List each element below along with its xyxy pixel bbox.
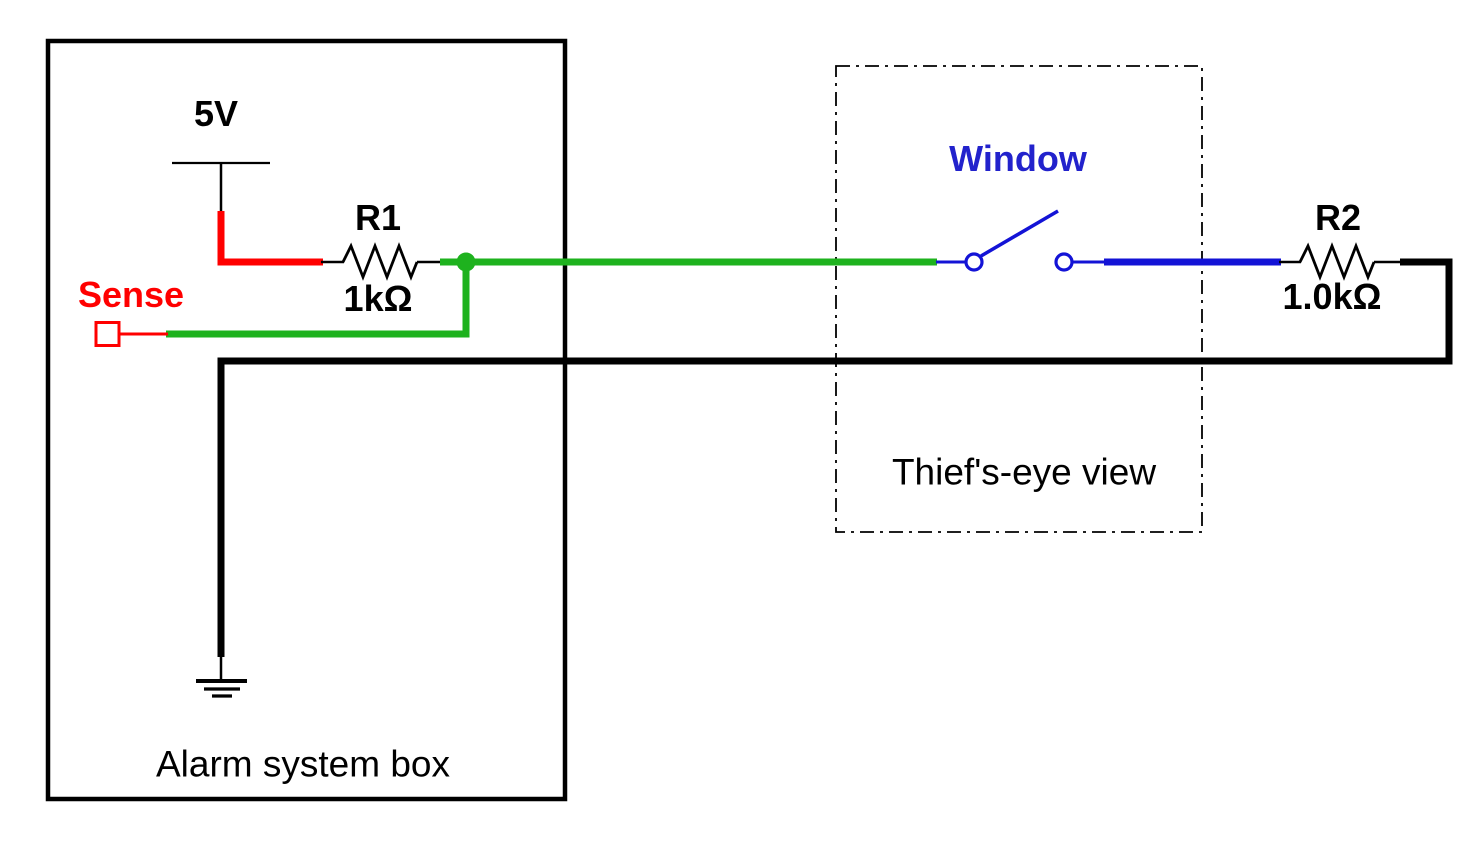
return-wire <box>217 258 1453 657</box>
alarm-box-outline <box>45 38 568 802</box>
thief-view-outline <box>835 65 1203 533</box>
r1-value-label: 1kΩ <box>343 278 413 319</box>
window-switch-label: Window <box>949 138 1087 179</box>
r2-resistor-zigzag <box>1298 242 1376 281</box>
r2-name-label: R2 <box>1314 197 1362 238</box>
supply-voltage-label: 5V <box>193 93 239 134</box>
switch-contact-left <box>964 252 984 272</box>
r2-value-label: 1.0kΩ <box>1282 276 1382 317</box>
red-supply-wire <box>217 211 323 266</box>
sense-terminal-pad <box>94 321 121 347</box>
switch-lever <box>980 209 1059 258</box>
switch-contact-right <box>1054 252 1074 272</box>
junction-dot <box>456 252 476 272</box>
alarm-box-caption: Alarm system box <box>155 743 451 785</box>
r1-name-label: R1 <box>354 197 402 238</box>
sense-label: Sense <box>77 274 185 315</box>
green-sense-branch <box>166 262 470 338</box>
r1-resistor-zigzag <box>341 242 419 281</box>
thief-view-caption: Thief's-eye view <box>891 451 1157 493</box>
